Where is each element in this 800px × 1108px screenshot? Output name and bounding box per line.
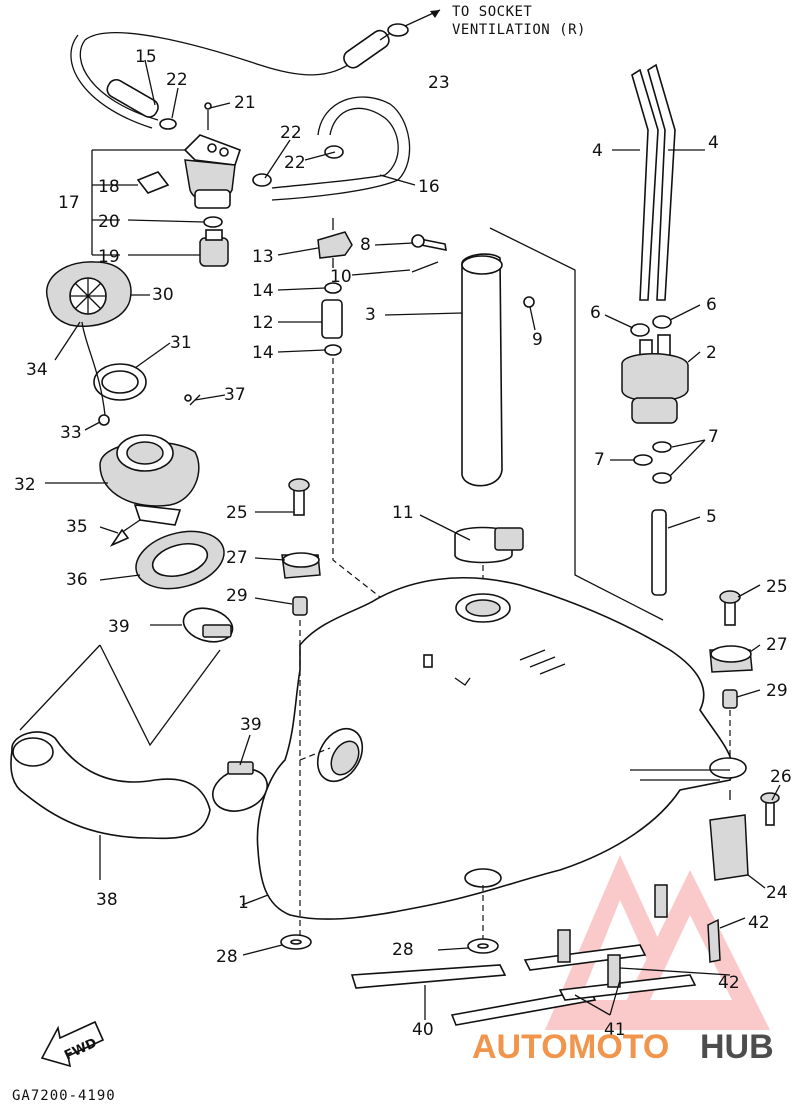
watermark-text: AUTO MOTO HUB: [472, 1028, 774, 1066]
callout-37: 37: [224, 385, 246, 405]
center-small-parts: [317, 218, 535, 661]
watermark-logo: [545, 855, 770, 1030]
callout-16: 16: [418, 177, 440, 197]
callout-12: 12: [252, 313, 274, 333]
callout-39b: 39: [240, 715, 262, 735]
ventilation-hose-15: [70, 9, 441, 129]
callout-28b: 28: [392, 940, 414, 960]
callout-14b: 14: [252, 343, 274, 363]
callout-28: 28: [216, 947, 238, 967]
callout-36: 36: [66, 570, 88, 590]
callout-31: 31: [170, 333, 192, 353]
callout-33: 33: [60, 423, 82, 443]
callout-23: 23: [428, 73, 450, 93]
callout-22c: 22: [284, 153, 306, 173]
callout-34: 34: [26, 360, 48, 380]
callout-7: 7: [594, 450, 605, 470]
callout-17: 17: [58, 193, 80, 213]
callout-29: 29: [226, 586, 248, 606]
note-line-1: TO SOCKET: [452, 4, 532, 20]
note-line-2: VENTILATION (R): [452, 22, 586, 38]
callout-3: 3: [365, 305, 376, 325]
callout-9: 9: [532, 330, 543, 350]
breather-hose-16: [271, 96, 411, 201]
callout-1: 1: [238, 893, 249, 913]
callout-29b: 29: [766, 681, 788, 701]
fuel-cap-assembly: [45, 261, 225, 590]
callout-15: 15: [135, 47, 157, 67]
callout-41: 41: [604, 1020, 626, 1040]
leader-lines: [45, 59, 781, 1020]
callout-42b: 42: [718, 973, 740, 993]
callout-21: 21: [234, 93, 256, 113]
fuel-cock-assembly: [91, 102, 272, 267]
watermark-hub: HUB: [700, 1028, 774, 1066]
fwd-arrow-icon: FWD: [40, 1020, 105, 1068]
callout-7b: 7: [708, 427, 719, 447]
callout-5: 5: [706, 507, 717, 527]
fuel-filter-assembly: [621, 63, 689, 596]
callout-4b: 4: [708, 133, 719, 153]
watermark-moto: MOTO: [568, 1028, 669, 1066]
callout-24: 24: [766, 883, 788, 903]
callout-19: 19: [98, 247, 120, 267]
callout-10: 10: [330, 267, 352, 287]
callout-27: 27: [226, 548, 248, 568]
callout-27b: 27: [766, 635, 788, 655]
callout-13: 13: [252, 247, 274, 267]
callout-32: 32: [14, 475, 36, 495]
callout-2: 2: [706, 343, 717, 363]
callout-20: 20: [98, 212, 120, 232]
callout-26: 26: [770, 767, 792, 787]
callout-39: 39: [108, 617, 130, 637]
callout-6: 6: [590, 303, 601, 323]
callout-6b: 6: [706, 295, 717, 315]
washers-28: [280, 934, 499, 954]
fuel-tank-1: [256, 577, 747, 945]
callout-35: 35: [66, 517, 88, 537]
callout-18: 18: [98, 177, 120, 197]
callout-14: 14: [252, 281, 274, 301]
callout-8: 8: [360, 235, 371, 255]
callout-22: 22: [166, 70, 188, 90]
callout-38: 38: [96, 890, 118, 910]
filler-tube-3: [454, 227, 664, 621]
hose-and-clamps: [10, 607, 268, 840]
damper-pads: [350, 884, 721, 1026]
callout-22b: 22: [280, 123, 302, 143]
callout-40: 40: [412, 1020, 434, 1040]
callout-4: 4: [592, 141, 603, 161]
callout-labels: 1 2 3 4 4 5 6 6 7 7 8 9 10 11 12 13 14 1…: [14, 47, 792, 1040]
callout-11: 11: [392, 503, 414, 523]
watermark-auto: AUTO: [472, 1028, 568, 1066]
callout-25: 25: [226, 503, 248, 523]
callout-42: 42: [748, 913, 770, 933]
callout-25b: 25: [766, 577, 788, 597]
diagram-code: GA7200-4190: [12, 1088, 116, 1104]
callout-30: 30: [152, 285, 174, 305]
